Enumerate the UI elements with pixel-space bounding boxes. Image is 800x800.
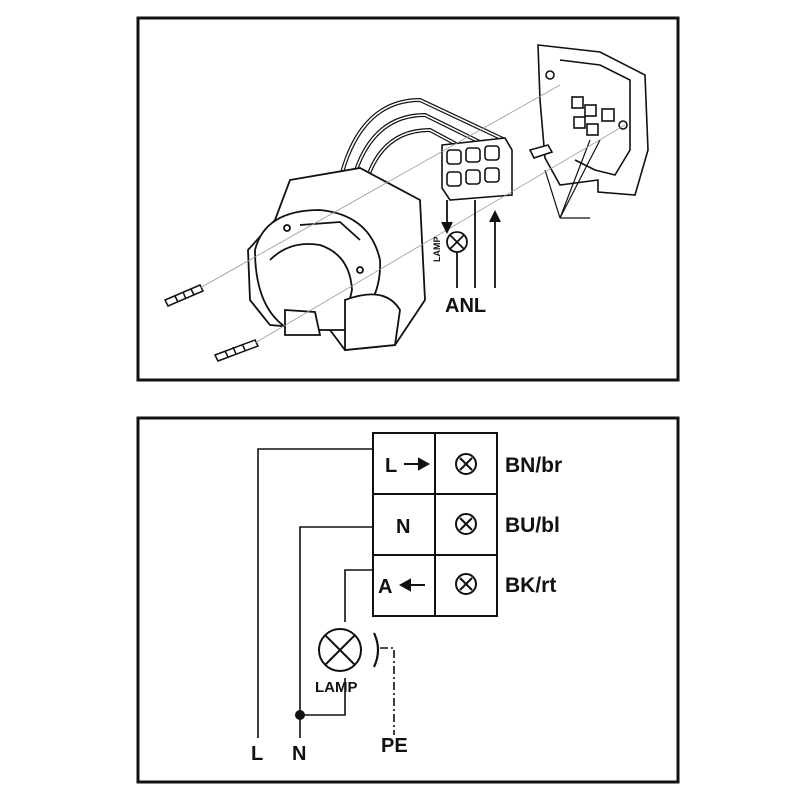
terminal-letters-label: ANL: [445, 295, 486, 317]
assembly-guide-lines: [199, 84, 626, 344]
wire-color-label: BU/bl: [505, 514, 560, 537]
top-panel-frame: [136, 16, 680, 382]
bottom-panel-frame: [136, 416, 680, 784]
wall-plate: [528, 44, 649, 219]
terminal-block: [441, 137, 513, 201]
wire-color-label: BN/br: [505, 454, 562, 477]
lamp-symbol: [318, 628, 380, 672]
arrow-left-icon: [398, 578, 425, 592]
supply-label-N: N: [292, 743, 306, 765]
lamp-wiring: [441, 200, 501, 288]
circuit-wires: [257, 448, 373, 738]
terminal-letter-L: L: [385, 455, 397, 477]
terminal-row-N: N BU/bl: [396, 513, 560, 538]
motion-sensor: [247, 167, 426, 351]
lamp-label-rotated: LAMP: [432, 237, 442, 263]
screw-terminal-icon: [455, 453, 477, 475]
screw-terminal-icon: [455, 573, 477, 595]
supply-label-L: L: [251, 743, 263, 765]
terminal-grid: [372, 432, 498, 617]
earth-wire: [380, 647, 395, 735]
terminal-letter-N: N: [396, 516, 410, 538]
mounting-screws: [163, 284, 260, 362]
terminal-letter-A: A: [378, 576, 392, 598]
arrow-right-icon: [404, 457, 431, 471]
wiring-schematic: L BN/br N BU/bl A: [136, 416, 680, 784]
terminal-row-L: L BN/br: [385, 453, 562, 477]
junction-dot: [295, 710, 305, 720]
screw-terminal-icon: [455, 513, 477, 535]
installation-drawing: LAMP ANL: [136, 16, 680, 382]
lamp-label: LAMP: [315, 679, 358, 696]
terminal-row-A: A BK/rt: [378, 573, 556, 598]
wire-color-label: BK/rt: [505, 574, 556, 597]
supply-label-PE: PE: [381, 735, 408, 757]
